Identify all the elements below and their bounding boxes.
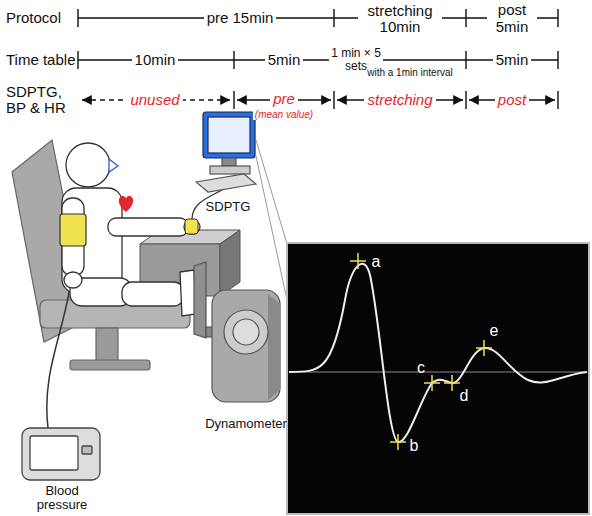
- sdptg-waveform-panel-part: [287, 243, 589, 514]
- phase-label: pre 15min: [204, 10, 277, 27]
- blood-pressure-monitor-part: [22, 428, 100, 480]
- device-label: Dynamometer: [205, 417, 287, 431]
- subject-part: [184, 220, 200, 234]
- blood-pressure-monitor-part: [30, 436, 78, 470]
- protocol-timeline-part: [333, 9, 334, 27]
- sdptg-waveform-panel-part: [289, 264, 587, 442]
- time-table-timeline-part: [233, 51, 234, 69]
- wave-point-label: c: [417, 359, 425, 377]
- measurement-timeline-part: [465, 91, 466, 109]
- row-heading: Time table: [6, 52, 75, 69]
- protocol-timeline-part: [557, 9, 558, 27]
- measurement-timeline-part: [557, 91, 558, 109]
- dynamometer-part: [233, 319, 259, 345]
- sdptg-waveform-panel: [287, 243, 589, 514]
- sdptg-waveform-panel-part-part: [357, 253, 359, 269]
- dynamometer-part: [224, 310, 268, 354]
- dynamometer-part: [194, 262, 206, 338]
- measurement-timeline: [82, 91, 558, 109]
- subject-part: [64, 272, 82, 288]
- dynamometer-part: [268, 294, 280, 400]
- row-heading: Protocol: [6, 10, 61, 27]
- dynamometer: [194, 262, 280, 402]
- device-label: Blood pressure: [26, 484, 98, 513]
- blood-pressure-monitor-part: [82, 446, 92, 454]
- computer-part: [222, 158, 236, 166]
- device-label: SDPTG: [206, 200, 251, 214]
- sdptg-waveform-panel-part: [350, 253, 492, 450]
- interval-note: with a 1min interval: [367, 67, 453, 78]
- protocol-timeline: [78, 9, 558, 27]
- measurement-timeline-part: [333, 91, 334, 109]
- time-table-timeline-part: [77, 51, 78, 69]
- measurement-phase: post: [495, 92, 529, 109]
- computer-part: [203, 112, 255, 158]
- chair-part: [70, 360, 150, 370]
- protocol-timeline-part: [77, 9, 78, 27]
- heart: [119, 196, 133, 212]
- time-table-timeline-part: [557, 51, 558, 69]
- subject-part: [122, 282, 184, 306]
- duration-label: 5min: [493, 52, 532, 69]
- blood-pressure-monitor: [22, 428, 100, 480]
- wave-point-label: a: [372, 253, 381, 271]
- wave-point-label: d: [460, 387, 469, 405]
- armrest-box-part: [220, 230, 240, 296]
- sdptg-waveform-panel-part-part: [483, 340, 485, 356]
- sdptg-waveform-panel-part-part: [397, 434, 399, 450]
- row-heading: SDPTG, BP & HR: [6, 84, 72, 117]
- protocol-timeline-part: [78, 17, 558, 18]
- measurement-phase: pre: [270, 91, 298, 108]
- protocol-timeline-part: [465, 9, 466, 27]
- subject-part: [66, 143, 110, 187]
- wave-point-label: e: [490, 322, 499, 340]
- time-table-timeline: [78, 51, 558, 69]
- phase-label: post 5min: [487, 2, 537, 35]
- computer-part: [208, 117, 250, 153]
- chair-part: [96, 328, 118, 362]
- dynamometer-part: [212, 290, 280, 402]
- measurement-timeline-part: [233, 91, 234, 109]
- sdptg-waveform-panel-part-part: [451, 375, 453, 391]
- subject-part: [109, 159, 118, 172]
- duration-label: 10min: [132, 52, 179, 69]
- zoom-lines-part: [256, 156, 287, 300]
- time-table-timeline-part: [465, 51, 466, 69]
- computer: [196, 112, 256, 192]
- measurement-phase: unused: [127, 92, 182, 109]
- measurement-note: (mean value): [253, 109, 315, 120]
- computer-part: [196, 174, 256, 192]
- wave-point-label: b: [410, 437, 419, 455]
- computer-part: [210, 166, 250, 174]
- subject-part: [108, 218, 188, 236]
- measurement-phase: stretching: [364, 92, 435, 109]
- sdptg-waveform-panel-part-part: [431, 375, 433, 391]
- phase-label: stretching 10min: [358, 3, 442, 36]
- duration-label: 5min: [265, 52, 304, 69]
- finger-sensor: [185, 219, 198, 234]
- sdptg-waveform-panel-part: [289, 372, 587, 373]
- zoom-lines: [256, 140, 287, 300]
- bp-cuff: [60, 214, 86, 246]
